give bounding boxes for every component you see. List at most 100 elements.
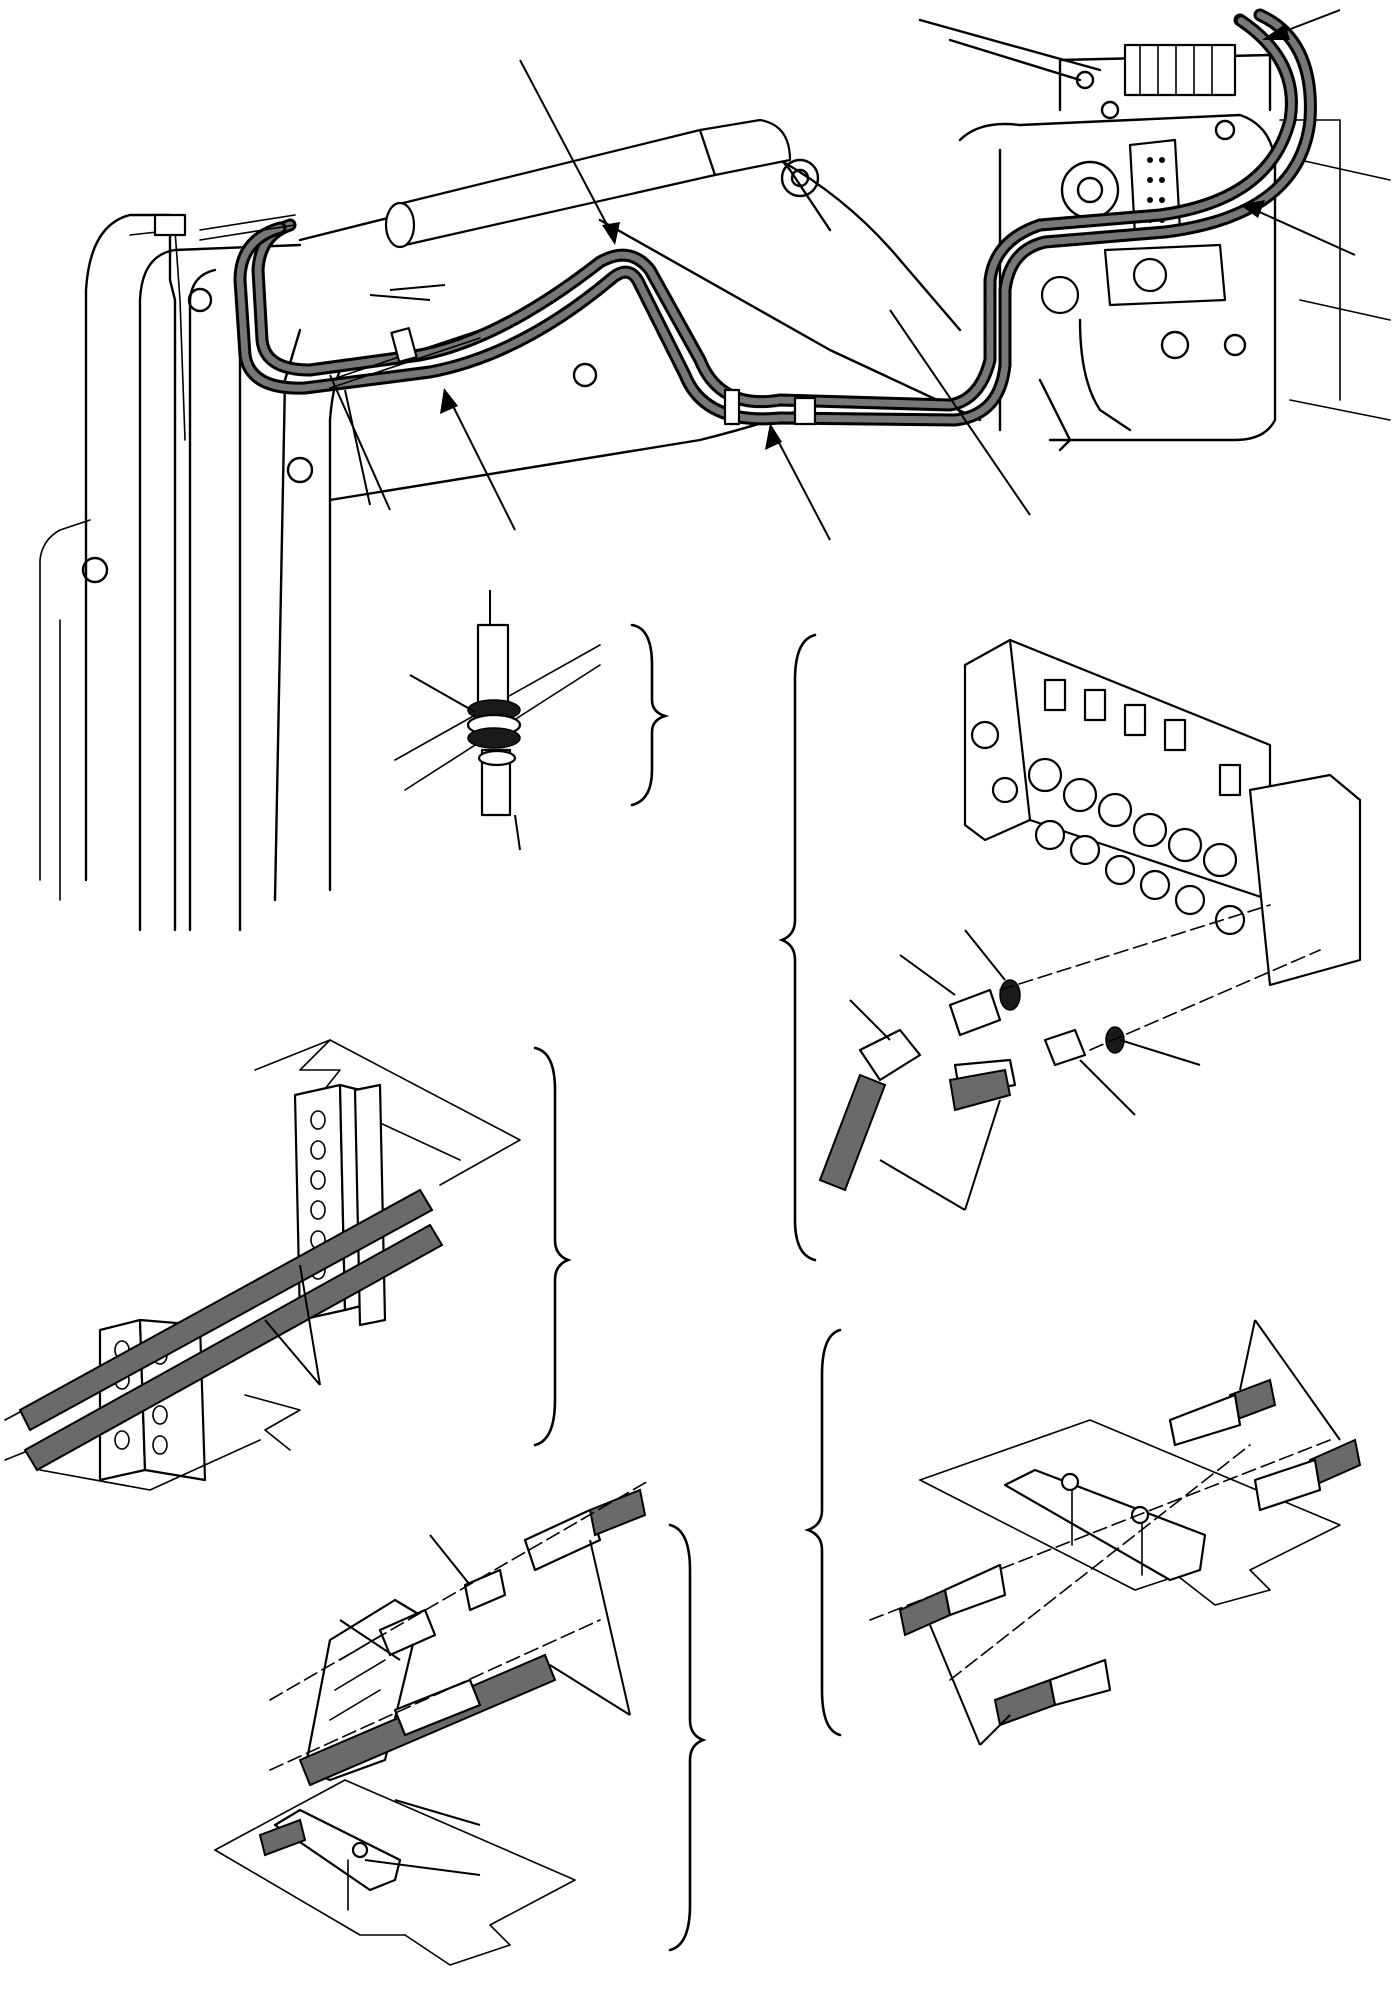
swing-leader-5	[394, 1799, 481, 1826]
boom-side-line	[598, 218, 982, 422]
valve-section-ports	[970, 720, 1246, 936]
split-fitting-1	[1168, 1393, 1242, 1447]
boom-hole	[572, 362, 598, 388]
clamp-brace	[533, 1046, 572, 1447]
swing-axis-2	[269, 1619, 601, 1771]
valve-spool-caps	[1043, 678, 1242, 797]
pin-side	[1223, 333, 1247, 357]
mount-bolt-3	[1214, 119, 1236, 141]
boom-cylinder-pin-inner	[790, 168, 810, 188]
leader-1	[519, 59, 616, 241]
leader-9	[774, 434, 831, 541]
leader-4	[389, 284, 446, 291]
hose-ends	[4, 1411, 26, 1461]
mount-bolt-1	[1075, 70, 1095, 90]
hose-joint-detail	[394, 590, 670, 851]
fitting-adapter-1	[948, 988, 1002, 1037]
joint-oring	[477, 749, 517, 767]
fitting-oring-1	[999, 979, 1021, 1011]
arrowhead-9	[765, 423, 782, 450]
mount-bolt-2	[1100, 100, 1120, 120]
split-fitting-4	[1048, 1658, 1112, 1707]
valve-spool	[1132, 257, 1168, 293]
background-frame-lines	[1279, 119, 1391, 421]
swing-fitting-a	[378, 1608, 437, 1657]
boom-cylinder-pin	[780, 158, 820, 198]
boom-hose-routing-view	[39, 8, 1391, 932]
swing-brace	[668, 1523, 707, 1952]
tube-down-boom	[129, 229, 186, 441]
clamp-leader-1	[264, 1319, 321, 1386]
swing-fitting-c	[523, 1508, 602, 1572]
split-leader-3	[929, 1624, 981, 1746]
split-clamp-plane	[919, 1419, 1341, 1606]
fitting-hose-1	[818, 1073, 887, 1192]
boom-rib-c	[328, 358, 347, 892]
arrowhead-8	[440, 388, 458, 414]
boom-rib-b	[273, 328, 302, 902]
leader-3	[1254, 209, 1356, 256]
split-leader-1	[1239, 1319, 1256, 1391]
valve-leader-6	[964, 1099, 1001, 1211]
valve-leader-1	[964, 929, 1006, 981]
bracket-top-plane	[254, 1039, 521, 1186]
split-hose-4	[993, 1678, 1057, 1727]
boom-pin-lower	[81, 556, 109, 584]
split-brace	[804, 1328, 842, 1737]
valve-inlet-block	[1248, 773, 1362, 987]
swing-leader-2	[339, 1619, 401, 1661]
split-clamp-bar	[1003, 1468, 1207, 1582]
valve-port	[1040, 275, 1080, 315]
split-clamp-axis-2	[949, 1444, 1251, 1681]
boom-flank	[778, 158, 962, 332]
boom-cylinder-end	[384, 201, 416, 249]
boom-cylinder-head	[698, 118, 792, 177]
frame-plate	[918, 18, 1102, 82]
swing-clamp-fittings-detail	[214, 1479, 707, 1966]
clamp-leader-2	[299, 1264, 321, 1386]
swing-pivot-boss	[1060, 160, 1120, 220]
clamped-hose-1	[18, 1188, 434, 1432]
split-hose-3	[898, 1588, 952, 1637]
swing-clamp-bolt	[351, 1841, 369, 1859]
boom-inner-edge	[138, 243, 302, 932]
fitting-hose-2	[948, 1068, 1012, 1112]
hose-joint	[793, 396, 817, 426]
swing-clamp-plane-edge	[214, 1849, 406, 1936]
leader-8	[449, 399, 516, 531]
clamped-hose-2	[23, 1223, 444, 1472]
boom-cylinder-body	[393, 128, 717, 247]
valve-leader-5	[1079, 1059, 1136, 1116]
arrowhead-3	[1240, 200, 1265, 218]
swing-hose-c	[588, 1488, 647, 1537]
hose-clamp-bracket-detail	[4, 1039, 572, 1491]
boom-web	[188, 268, 217, 932]
outer-frame-edge	[39, 519, 91, 881]
joint-brace	[630, 623, 670, 807]
swing-pivot-bore	[1076, 176, 1104, 204]
swing-bracket-outline	[958, 113, 1277, 442]
split-clamp-fittings-detail	[804, 1319, 1362, 1746]
fitting-axis-1	[999, 904, 1271, 991]
joint-nut-bottom	[467, 727, 521, 749]
callout-leaders	[329, 9, 1356, 541]
split-leader-2	[1254, 1319, 1341, 1441]
fitting-adapter-2	[1043, 1028, 1087, 1067]
leader-10	[889, 309, 1031, 516]
split-leader-4	[979, 1714, 1011, 1746]
bracket-base-break	[244, 1394, 301, 1451]
split-fitting-2	[1253, 1458, 1322, 1512]
hose-clamp-b	[723, 388, 741, 426]
boom-pivot-pin	[286, 456, 314, 484]
fitting-axis-2	[1089, 949, 1321, 1051]
pin-lower	[1160, 330, 1190, 360]
swing-axis-1	[269, 1479, 651, 1701]
split-fitting-3	[943, 1563, 1007, 1617]
joint-leader-left	[409, 674, 476, 713]
tube-clamp-top	[153, 213, 187, 237]
arrowhead-1	[602, 222, 620, 245]
split-clamp-plane-edge	[919, 1479, 1181, 1591]
boom-pin-upper	[187, 287, 213, 313]
swing-fitting-b	[463, 1568, 507, 1612]
